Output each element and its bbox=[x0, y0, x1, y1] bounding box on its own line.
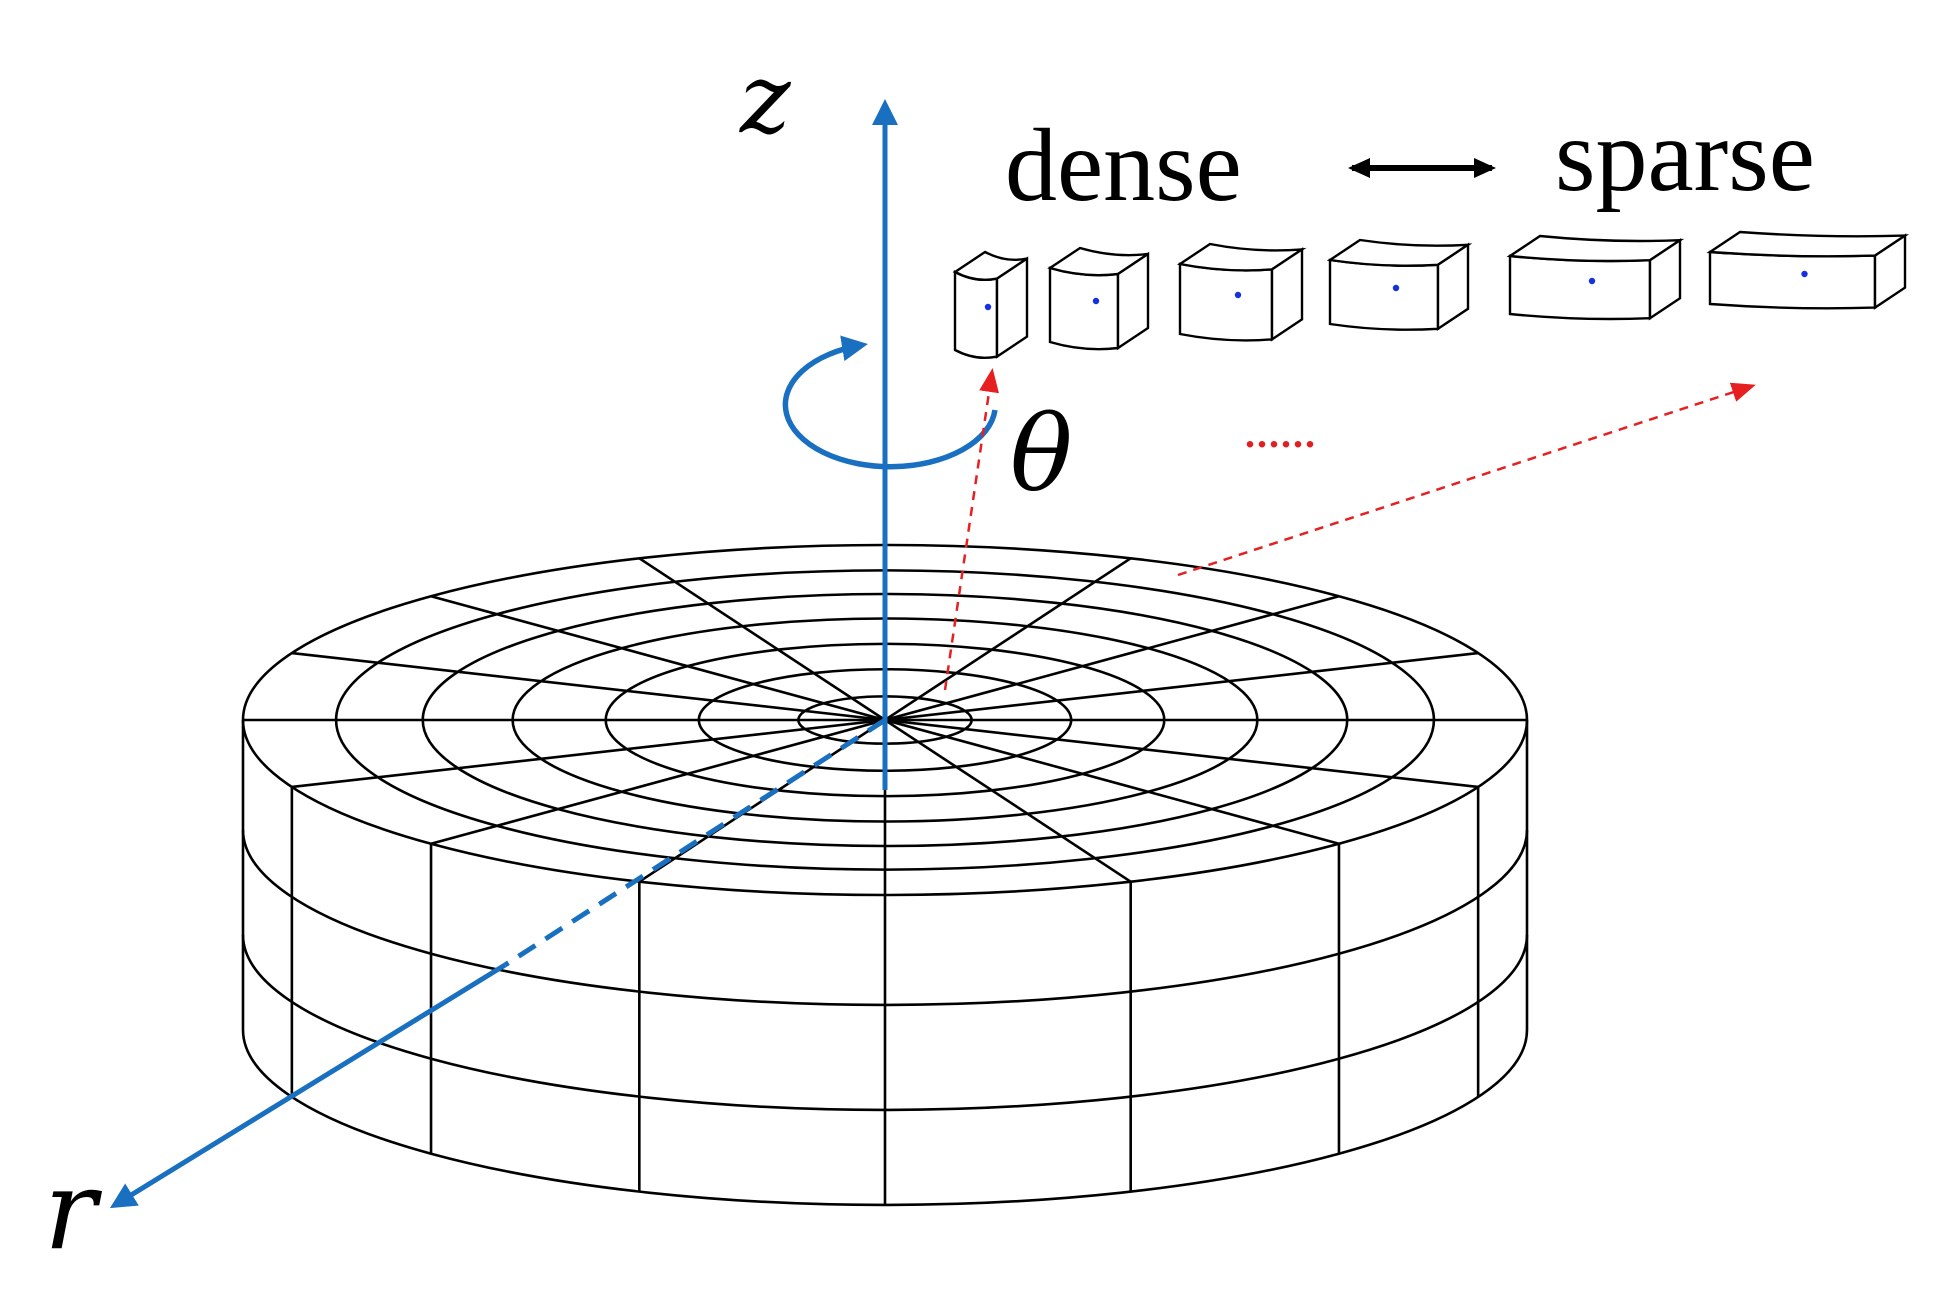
r-axis-label: r bbox=[44, 1146, 103, 1274]
rotation-arrow-icon bbox=[782, 335, 998, 470]
block-front-face bbox=[1048, 266, 1120, 351]
r-axis-line bbox=[109, 962, 507, 1209]
rotation-arc bbox=[782, 335, 998, 470]
radial-spoke bbox=[638, 557, 886, 722]
block-front-face bbox=[1508, 254, 1652, 321]
pointer-to-dense-element bbox=[943, 368, 999, 691]
mesh-element-block bbox=[952, 250, 1029, 360]
radial-spoke bbox=[884, 718, 1132, 883]
mesh-element-block bbox=[1506, 234, 1685, 321]
block-centroid-dot bbox=[1801, 270, 1808, 278]
block-side-face bbox=[1270, 247, 1304, 342]
block-centroid-dot bbox=[1392, 284, 1400, 292]
radial-spoke bbox=[884, 718, 1340, 845]
radial-spoke bbox=[884, 557, 1132, 722]
radial-spoke bbox=[291, 718, 886, 789]
element-strip bbox=[952, 230, 1910, 360]
block-centroid-dot bbox=[984, 303, 992, 311]
r-axis-hidden-dashed bbox=[503, 717, 887, 968]
block-side-face bbox=[1873, 233, 1907, 310]
mesh-element-block bbox=[1326, 238, 1473, 332]
coordinate-axes bbox=[109, 99, 998, 1209]
radial-spoke bbox=[884, 595, 1340, 722]
pointer-to-sparse-element bbox=[1177, 382, 1756, 577]
mesh-element-block bbox=[1706, 230, 1910, 310]
block-centroid-dot bbox=[1234, 291, 1242, 299]
radial-spoke bbox=[430, 595, 886, 722]
block-side-face bbox=[1648, 237, 1682, 321]
block-front-face bbox=[953, 270, 999, 360]
theta-label: θ bbox=[1010, 393, 1073, 515]
element-pointers bbox=[943, 368, 1756, 691]
block-side-face bbox=[1436, 242, 1470, 332]
mesh-element-block bbox=[1176, 242, 1307, 342]
mesh-element-block bbox=[1047, 246, 1150, 351]
block-side-face bbox=[995, 256, 1029, 359]
z-axis-label: z bbox=[739, 43, 792, 155]
block-side-face bbox=[1116, 251, 1150, 351]
radial-spoke bbox=[884, 651, 1479, 722]
sparse-label: sparse bbox=[1555, 98, 1815, 213]
block-front-face bbox=[1178, 262, 1274, 342]
block-centroid-dot bbox=[1588, 277, 1596, 285]
radial-spoke bbox=[884, 718, 1479, 789]
block-front-face bbox=[1708, 250, 1877, 310]
ellipsis-label: ...... bbox=[1245, 411, 1317, 456]
dense-label: dense bbox=[1005, 108, 1242, 223]
block-centroid-dot bbox=[1092, 297, 1100, 305]
radial-spoke bbox=[291, 651, 886, 722]
block-front-face bbox=[1328, 258, 1440, 331]
radial-spoke bbox=[430, 718, 886, 845]
block-top-face bbox=[1706, 230, 1910, 258]
